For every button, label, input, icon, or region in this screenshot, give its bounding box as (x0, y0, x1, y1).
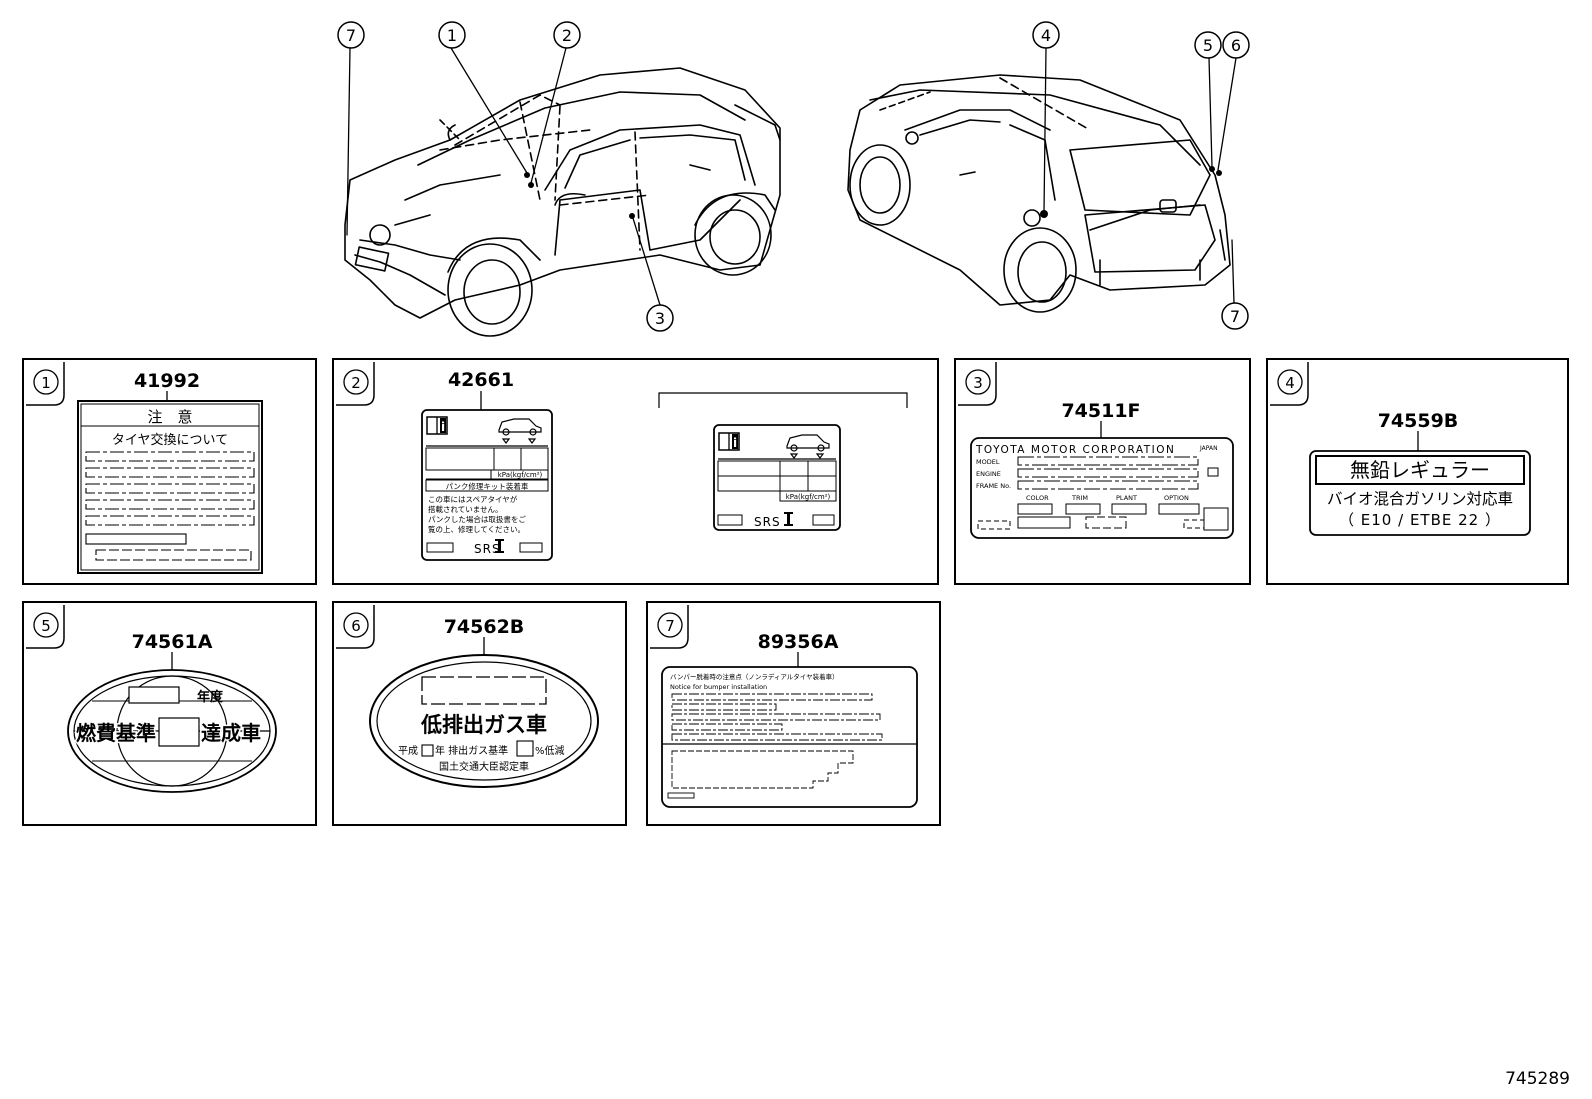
svg-text:注 意: 注 意 (147, 408, 192, 426)
svg-text:MODEL: MODEL (976, 458, 1000, 466)
callout-2: 2 (553, 21, 581, 49)
callout-7-rear: 7 (1221, 302, 1249, 330)
panel-7: 7 89356A バンパー脱着時の注意点（ノンラディアルタイヤ装着車） Noti… (646, 601, 941, 826)
svg-text:平成: 平成 (398, 745, 418, 757)
svg-text:Notice for bumper installation: Notice for bumper installation (670, 683, 767, 691)
svg-text:無鉛レギュラー: 無鉛レギュラー (1350, 458, 1490, 482)
callout-5: 5 (1194, 31, 1222, 59)
part-number: 74511F (1061, 400, 1140, 422)
svg-text:TOYOTA MOTOR CORPORATION: TOYOTA MOTOR CORPORATION (975, 444, 1175, 456)
svg-text:3: 3 (655, 309, 665, 328)
vehicle-icon (786, 434, 830, 459)
panel-1: 1 41992 注 意 タイヤ交換について (22, 358, 317, 585)
svg-text:%低減: %低減 (535, 744, 565, 757)
svg-text:JAPAN: JAPAN (1199, 445, 1218, 452)
panel-2: 2 42661 i kPa(kgf/cm²) パンク修理 (332, 358, 939, 585)
panel-number: 5 (33, 612, 59, 638)
svg-text:2: 2 (562, 26, 572, 45)
svg-text:5: 5 (41, 617, 51, 635)
svg-text:この車にはスペアタイヤが: この車にはスペアタイヤが (428, 494, 518, 504)
svg-text:2: 2 (351, 374, 361, 392)
svg-text:年度: 年度 (197, 689, 224, 705)
panel-4: 4 74559B 無鉛レギュラー バイオ混合ガソリン対応車 （ E10 / ET… (1266, 358, 1569, 585)
label-42661: i kPa(kgf/cm²) パンク修理キット装着車 この車にはスペアタイヤが … (421, 409, 553, 561)
panel-6: 6 74562B 低排出ガス車 平成 年 排出ガス基準 %低減 国土交通大臣認定… (332, 601, 627, 826)
svg-text:3: 3 (973, 374, 983, 392)
svg-text:（ E10 / ETBE 22 ）: （ E10 / ETBE 22 ） (1339, 511, 1501, 529)
callout-3: 3 (646, 304, 674, 332)
svg-text:低排出ガス車: 低排出ガス車 (420, 713, 547, 737)
svg-text:5: 5 (1203, 36, 1213, 55)
svg-text:4: 4 (1041, 26, 1051, 45)
label-89356A: バンパー脱着時の注意点（ノンラディアルタイヤ装着車） Notice for bu… (661, 666, 918, 808)
svg-text:搭載されていません。: 搭載されていません。 (428, 504, 503, 514)
callout-4: 4 (1032, 21, 1060, 49)
panel-number: 3 (965, 369, 991, 395)
label-74559B: 無鉛レギュラー バイオ混合ガソリン対応車 （ E10 / ETBE 22 ） (1309, 450, 1531, 536)
callout-1: 1 (438, 21, 466, 49)
svg-text:バイオ混合ガソリン対応車: バイオ混合ガソリン対応車 (1327, 490, 1513, 508)
part-number: 42661 (448, 369, 514, 391)
callout-6: 6 (1222, 31, 1250, 59)
svg-text:COLOR: COLOR (1026, 494, 1049, 502)
panel-5: 5 74561A 年度 燃費基準 達成車 (22, 601, 317, 826)
svg-text:国土交通大臣認定車: 国土交通大臣認定車 (439, 760, 529, 773)
part-number: 74562B (444, 616, 525, 638)
svg-text:覧の上、修理してください。: 覧の上、修理してください。 (428, 524, 525, 534)
svg-text:7: 7 (665, 617, 675, 635)
svg-text:ENGINE: ENGINE (976, 470, 1001, 478)
callout-leaders (346, 47, 1237, 306)
svg-text:i: i (733, 436, 737, 450)
rear-vehicle-view (847, 74, 1231, 313)
label-42661-variant: i kPa(kgf/cm²) SRS (713, 424, 841, 531)
svg-text:7: 7 (1230, 307, 1240, 326)
svg-text:PLANT: PLANT (1116, 494, 1137, 502)
panel-number: 2 (343, 369, 369, 395)
svg-text:1: 1 (447, 26, 457, 45)
label-74511F: TOYOTA MOTOR CORPORATION JAPAN MODEL ENG… (970, 437, 1234, 539)
svg-text:OPTION: OPTION (1164, 494, 1189, 502)
part-number: 74561A (132, 631, 213, 653)
callout-7-front: 7 (337, 21, 365, 49)
svg-text:SRS: SRS (754, 515, 781, 529)
part-number: 41992 (134, 370, 200, 392)
svg-text:i: i (441, 420, 445, 434)
svg-text:パンク修理キット装着車: パンク修理キット装着車 (446, 481, 529, 491)
svg-text:TRIM: TRIM (1071, 494, 1088, 502)
svg-text:パンクした場合は取扱書をご: パンクした場合は取扱書をご (428, 514, 526, 524)
svg-text:7: 7 (346, 26, 356, 45)
label-74561A (67, 669, 277, 793)
panel-3: 3 74511F TOYOTA MOTOR CORPORATION JAPAN … (954, 358, 1251, 585)
svg-text:SRS: SRS (474, 542, 501, 556)
svg-text:FRAME No.: FRAME No. (976, 482, 1011, 490)
part-number: 74559B (1378, 410, 1459, 432)
svg-text:kPa(kgf/cm²): kPa(kgf/cm²) (498, 471, 543, 479)
panel-number: 6 (343, 612, 369, 638)
panel-number: 7 (657, 612, 683, 638)
svg-text:達成車: 達成車 (201, 721, 261, 745)
panel-number: 4 (1277, 369, 1303, 395)
svg-text:4: 4 (1285, 374, 1295, 392)
svg-text:kPa(kgf/cm²): kPa(kgf/cm²) (786, 493, 831, 501)
attachment-points (524, 166, 1222, 219)
label-41992: 注 意 タイヤ交換について (77, 400, 263, 574)
figure-id: 745289 (1505, 1069, 1570, 1089)
label-74562B: 低排出ガス車 平成 年 排出ガス基準 %低減 国土交通大臣認定車 (369, 654, 599, 788)
svg-text:1: 1 (41, 374, 51, 392)
part-number: 89356A (758, 631, 839, 653)
manual-info-icon: i (718, 432, 740, 451)
vehicle-illustration: 7 1 2 3 4 5 6 7 (337, 21, 1250, 337)
svg-text:6: 6 (351, 617, 361, 635)
svg-text:タイヤ交換について: タイヤ交換について (112, 432, 228, 448)
svg-text:バンパー脱着時の注意点（ノンラディアルタイヤ装着車）: バンパー脱着時の注意点（ノンラディアルタイヤ装着車） (670, 672, 839, 681)
svg-text:燃費基準: 燃費基準 (76, 721, 156, 745)
svg-text:年 排出ガス基準: 年 排出ガス基準 (435, 744, 508, 757)
manual-info-icon: i (426, 416, 448, 435)
svg-text:6: 6 (1231, 36, 1241, 55)
front-vehicle-view (344, 67, 781, 337)
panel-number: 1 (33, 369, 59, 395)
vehicle-icon (498, 418, 542, 444)
